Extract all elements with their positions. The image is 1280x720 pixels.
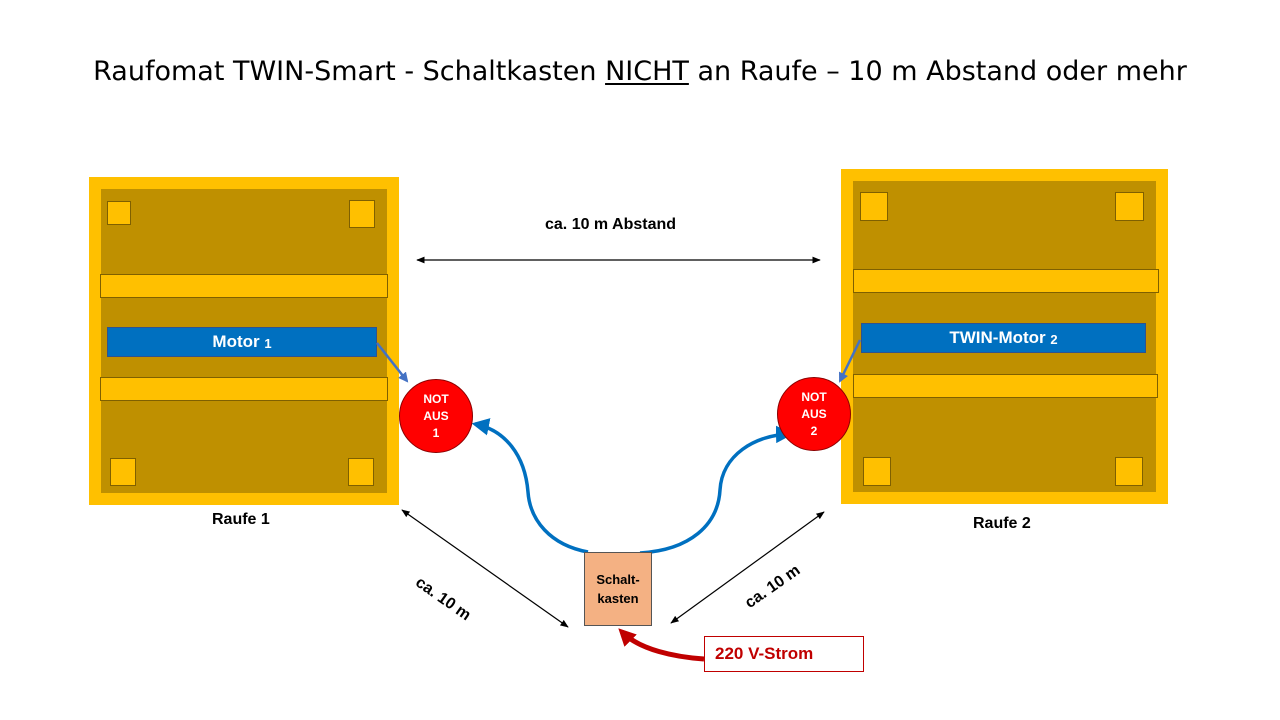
raufe-1-rail-bottom	[100, 377, 388, 401]
notaus-1-line-2: AUS	[423, 408, 449, 423]
schaltkasten-line-1: Schalt-	[596, 572, 640, 587]
notaus-1-button: NOT AUS 1	[399, 379, 473, 453]
raufe-2-corner-top-right	[1115, 192, 1144, 221]
raufe-2-rail-bottom	[853, 374, 1158, 398]
raufe-2-corner-top-left	[860, 192, 888, 221]
title-part-2: an Raufe – 10 m Abstand oder mehr	[688, 56, 1187, 87]
cable-to-notaus-2	[639, 425, 794, 555]
schaltkasten-line-2: kasten	[597, 591, 639, 606]
schaltkasten-box: Schalt- kasten	[584, 552, 652, 626]
raufe-1-label: Raufe 1	[212, 511, 270, 528]
motor-2-to-notaus-arrow	[838, 339, 862, 383]
motor-2-number: 2	[1050, 332, 1058, 347]
raufe-1-corner-bottom-right	[348, 458, 374, 486]
power-arrow	[618, 628, 705, 662]
raufe-1-corner-bottom-left	[110, 458, 136, 486]
raufe-2-label: Raufe 2	[973, 515, 1031, 532]
motor-1-label: Motor	[212, 332, 265, 351]
distance-arrow-left	[401, 509, 569, 628]
title-underlined-word: NICHT	[605, 56, 689, 87]
page-title: Raufomat TWIN-Smart - Schaltkasten NICHT…	[0, 56, 1280, 87]
raufe-2-corner-bottom-right	[1115, 457, 1143, 486]
notaus-2-line-2: AUS	[801, 406, 827, 421]
raufe-2-rail-top	[853, 269, 1159, 293]
raufe-2-corner-bottom-left	[863, 457, 891, 486]
motor-2-label: TWIN-Motor	[949, 328, 1051, 347]
notaus-1-line-3: 1	[432, 425, 440, 440]
notaus-2-line-3: 2	[810, 423, 818, 438]
raufe-1-corner-top-right	[349, 200, 375, 228]
motor-1-number: 1	[264, 336, 272, 351]
distance-arrow-right	[670, 511, 825, 624]
cable-to-notaus-1	[471, 418, 589, 554]
raufe-1-corner-top-left	[107, 201, 131, 225]
title-part-1: Raufomat TWIN-Smart - Schaltkasten	[93, 56, 606, 87]
notaus-1-line-1: NOT	[423, 391, 449, 406]
power-label: 220 V-Strom	[704, 636, 864, 672]
motor-1-to-notaus-arrow	[376, 342, 409, 383]
motor-1: Motor 1	[107, 327, 377, 357]
distance-label-top: ca. 10 m Abstand	[545, 216, 677, 233]
motor-2: TWIN-Motor 2	[861, 323, 1146, 353]
raufe-1-rail-top	[100, 274, 388, 298]
notaus-2-button: NOT AUS 2	[777, 377, 851, 451]
notaus-2-line-1: NOT	[801, 389, 827, 404]
